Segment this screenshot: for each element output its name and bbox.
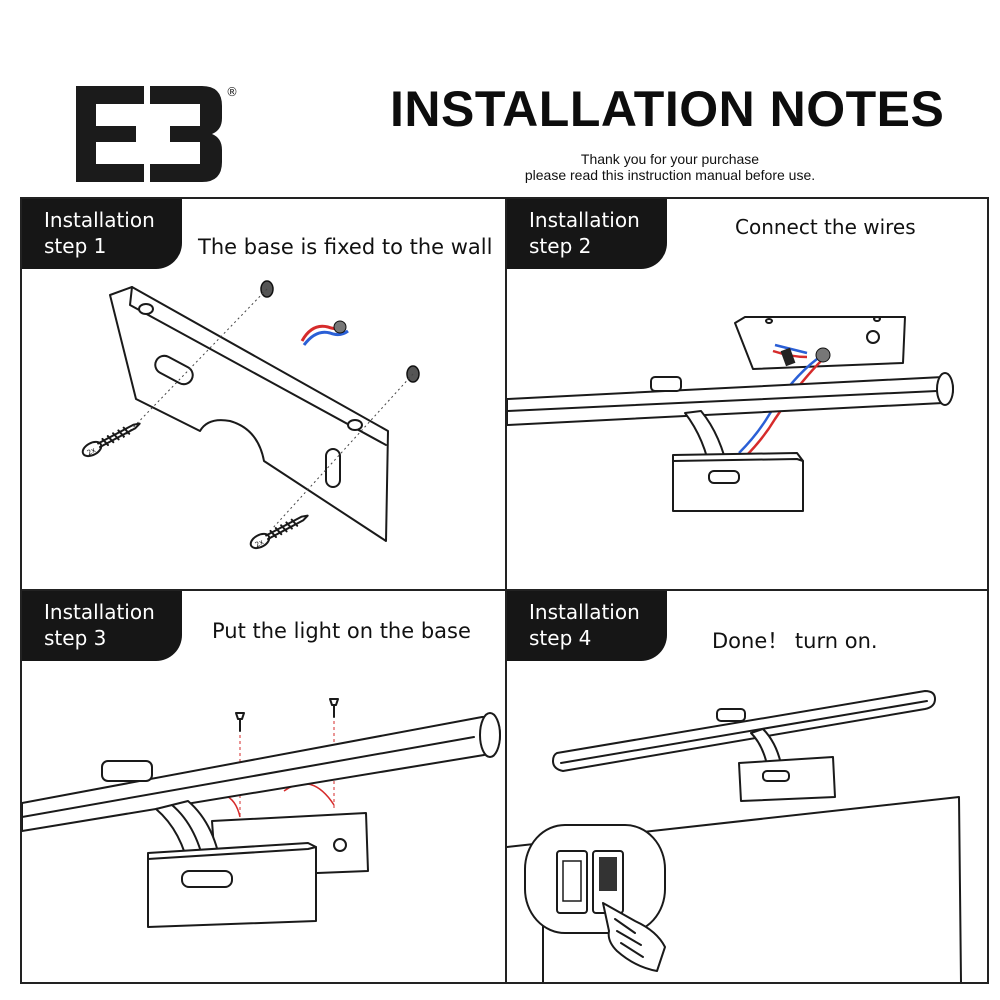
- hand-icon: [602, 902, 666, 972]
- step-2-tag-line1: Installation: [529, 208, 640, 232]
- step-4-tag: Installation step 4: [507, 591, 667, 661]
- step-3-illustration: [22, 698, 501, 928]
- step-2-caption: Connect the wires: [735, 215, 916, 239]
- light-switch-icon: [524, 824, 666, 934]
- step-4-tag-line1: Installation: [529, 600, 640, 624]
- step-1-panel: Installation step 1 The base is fixed to…: [22, 199, 505, 589]
- page-title: INSTALLATION NOTES: [390, 81, 945, 137]
- read-manual-line: please read this instruction manual befo…: [524, 167, 816, 183]
- step-3-panel: Installation step 3 Put the light on the…: [22, 591, 505, 982]
- step-4-panel: Installation step 4 Done！ turn on.: [507, 591, 987, 982]
- step-3-tag: Installation step 3: [22, 591, 182, 661]
- svg-text:2x: 2x: [86, 446, 97, 457]
- intro-text: Thank you for your purchase please read …: [470, 151, 870, 183]
- step-2-tag: Installation step 2: [507, 199, 667, 269]
- step-1-tag-line1: Installation: [44, 208, 155, 232]
- wall-bracket: [109, 286, 389, 542]
- screw-icon: 2x: [81, 422, 141, 457]
- step-4-tag-line2: step 4: [529, 626, 592, 650]
- screw-icon: [235, 712, 245, 732]
- brand-logo: ®: [76, 85, 238, 182]
- step-1-caption: The base is fixed to the wall: [198, 235, 493, 259]
- step-1-tag-line2: step 1: [44, 234, 107, 258]
- thanks-line: Thank you for your purchase: [580, 151, 760, 167]
- step-3-tag-line1: Installation: [44, 600, 155, 624]
- screw-icon: 2x: [249, 514, 309, 549]
- step-3-caption: Put the light on the base: [212, 619, 471, 643]
- step-4-caption: Done！ turn on.: [712, 629, 878, 653]
- svg-text:2x: 2x: [254, 538, 265, 549]
- step-1-illustration: 2x 2x: [81, 280, 420, 549]
- mount-box: [147, 842, 317, 928]
- step-2-tag-line2: step 2: [529, 234, 592, 258]
- step-3-tag-line2: step 3: [44, 626, 107, 650]
- grid-divider-horizontal: [20, 589, 989, 591]
- step-4-illustration: [507, 690, 962, 982]
- registered-mark: ®: [226, 85, 238, 99]
- wall-bracket: [734, 316, 906, 370]
- screw-icon: [329, 698, 339, 718]
- step-2-panel: Installation step 2 Connect the wires: [507, 199, 987, 589]
- step-2-illustration: [507, 316, 954, 512]
- step-1-tag: Installation step 1: [22, 199, 182, 269]
